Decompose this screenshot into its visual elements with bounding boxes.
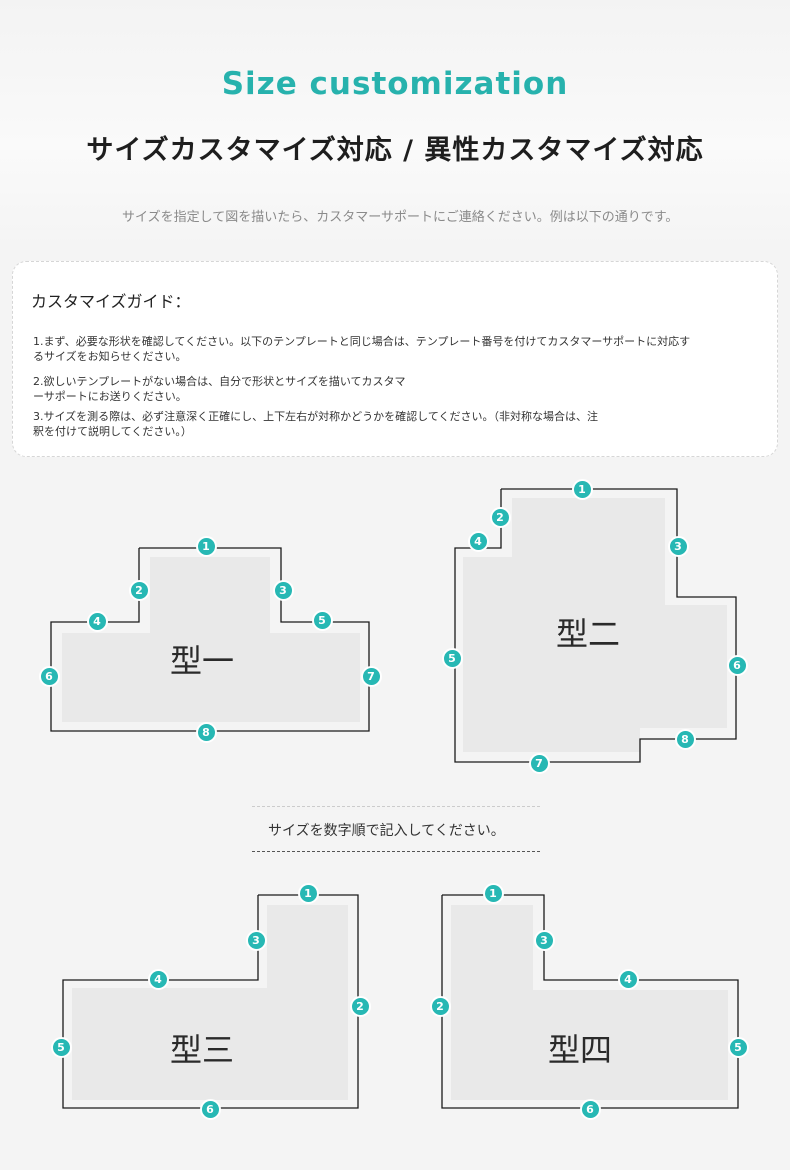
shape-1-badge-6: 6 — [38, 665, 60, 687]
shape-3-fill — [72, 905, 348, 1100]
shape-4-label: 型四 — [548, 1031, 613, 1069]
hero-background — [0, 0, 790, 250]
shape-2-badge-3: 3 — [667, 535, 689, 557]
shape-3-diagram — [62, 894, 359, 1109]
shape-1-badge-3: 3 — [272, 579, 294, 601]
shape-1-badge-1: 1 — [195, 535, 217, 557]
shape-4-badge-2: 2 — [429, 995, 451, 1017]
shape-4-badge-3: 3 — [533, 929, 555, 951]
shape-2-badge-2: 2 — [489, 506, 511, 528]
shape-1-label: 型一 — [170, 642, 235, 680]
shape-3-badge-6: 6 — [199, 1098, 221, 1120]
shape-1-badge-5: 5 — [311, 609, 333, 631]
shape-3-badge-5: 5 — [50, 1036, 72, 1058]
guide-card: カスタマイズガイド： 1.まず、必要な形状を確認してください。以下のテンプレート… — [12, 261, 778, 457]
shape-3-label: 型三 — [170, 1031, 235, 1069]
shape-2-badge-4: 4 — [467, 530, 489, 552]
guide-item-3: 3.サイズを測る際は、必ず注意深く正確にし、上下左右が対称かどうかを確認してくだ… — [33, 410, 599, 438]
shape-3-outline — [62, 894, 359, 1109]
guide-title: カスタマイズガイド： — [31, 292, 191, 311]
shape-1-outline — [50, 547, 370, 732]
shape-3-badge-4: 4 — [147, 968, 169, 990]
shape-4-badge-1: 1 — [482, 882, 504, 904]
shape-1-badge-7: 7 — [360, 665, 382, 687]
shape-3-badge-3: 3 — [245, 929, 267, 951]
shape-4-badge-4: 4 — [617, 968, 639, 990]
shape-4-outline — [441, 894, 739, 1109]
page-title: サイズカスタマイズ対応 / 異性カスタマイズ対応 — [86, 135, 704, 166]
shape-2-badge-7: 7 — [528, 752, 550, 774]
shape-2-fill — [463, 498, 727, 752]
shape-1-diagram — [50, 547, 370, 732]
shape-2-label: 型二 — [556, 615, 621, 653]
shape-2-badge-1: 1 — [571, 478, 593, 500]
shape-2-badge-6: 6 — [726, 654, 748, 676]
shape-3-badge-1: 1 — [297, 882, 319, 904]
shape-4-fill — [451, 905, 728, 1100]
shape-3-badge-2: 2 — [349, 995, 371, 1017]
shape-2-badge-5: 5 — [441, 647, 463, 669]
shape-1-badge-2: 2 — [128, 579, 150, 601]
guide-item-1: 1.まず、必要な形状を確認してください。以下のテンプレートと同じ場合は、テンプレ… — [33, 335, 691, 363]
shape-4-badge-6: 6 — [579, 1098, 601, 1120]
subtitle: サイズを指定して図を描いたら、カスタマーサポートにご連絡ください。例は以下の通り… — [122, 210, 679, 225]
note-text: サイズを数字順で記入してください。 — [268, 823, 505, 839]
shape-4-badge-5: 5 — [727, 1036, 749, 1058]
shape-2-badge-8: 8 — [674, 728, 696, 750]
shape-1-fill — [62, 557, 360, 722]
note-box — [252, 806, 540, 852]
english-title: Size customization — [221, 66, 569, 102]
shape-1-badge-8: 8 — [195, 721, 217, 743]
shape-4-diagram — [441, 894, 739, 1109]
guide-item-2: 2.欲しいテンプレートがない場合は、自分で形状とサイズを描いてカスタマ ーサポー… — [33, 375, 406, 403]
shape-1-badge-4: 4 — [86, 610, 108, 632]
